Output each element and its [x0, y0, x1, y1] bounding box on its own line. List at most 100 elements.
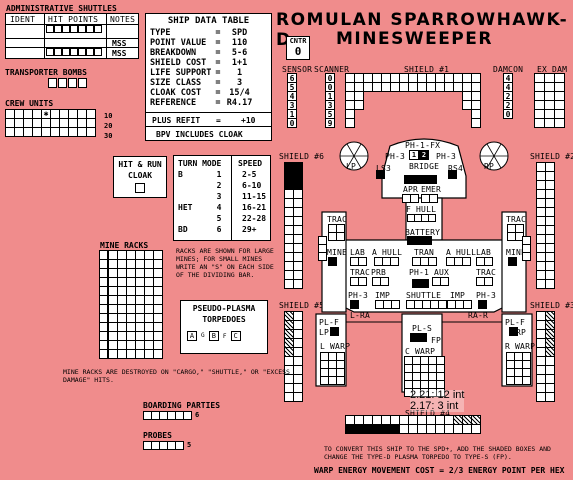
l-warp-boxes: [336, 376, 345, 385]
mine-right-label: MINE: [506, 248, 527, 257]
prb-label: PRB: [371, 268, 387, 277]
ph3-left-label: PH-3: [385, 152, 406, 161]
hit-points-header: HIT POINTS: [48, 15, 99, 24]
ph1-aft-label: PH-1: [409, 268, 430, 277]
bridge-label: BRIDGE: [409, 162, 440, 171]
scanner-label: SCANNER: [314, 65, 350, 74]
tran-box: [428, 257, 437, 266]
shield-4-label: SHIELD #4: [405, 409, 451, 418]
ppt-g-label: G: [201, 332, 205, 339]
ph1-aft-box: [420, 279, 429, 288]
trac-left-label: TRAC: [327, 215, 348, 224]
track-box: 0: [503, 109, 513, 119]
lab-right-box: [484, 257, 493, 266]
shield-2-boxes[interactable]: [536, 162, 555, 289]
ph1-weapon-boxes[interactable]: 1 2: [409, 150, 429, 160]
hit-run-title: HIT & RUN: [118, 160, 162, 169]
probe-boxes[interactable]: 5: [143, 441, 191, 450]
shield-5-label: SHIELD #5: [279, 301, 325, 310]
ppt-b-box[interactable]: B: [208, 331, 219, 341]
shield-3-boxes[interactable]: [536, 311, 555, 402]
rs4-label: RS4: [448, 164, 464, 173]
plus-refit-value: +10: [241, 116, 256, 125]
admin-shuttles-table: IDENT HIT POINTS NOTES MSS MSS: [5, 13, 139, 59]
crew-row-30: 30: [104, 132, 113, 140]
shuttle-1-hit-boxes[interactable]: [46, 25, 102, 33]
mine-racks-label: MINE RACKS: [100, 241, 149, 250]
mine-right-box: [508, 257, 517, 266]
boarding-boxes[interactable]: 6: [143, 411, 199, 420]
ppt-a-box[interactable]: A: [187, 331, 197, 341]
r-warp-boxes: [522, 376, 531, 385]
pseudo-plasma-box: PSEUDO-PLASMA TORPEDOES A G B F C: [180, 300, 268, 354]
mine-rack-grid[interactable]: [99, 250, 163, 359]
f-hull-boxes[interactable]: [407, 214, 436, 222]
crew-unit-boxes[interactable]: ✱: [5, 109, 96, 137]
conversion-note: TO CONVERT THIS SHIP TO THE SPD+, ADD TH…: [324, 445, 551, 461]
rs4-box: [448, 170, 457, 179]
trac-right-label: TRAC: [506, 215, 527, 224]
imp-right-label: IMP: [450, 291, 466, 300]
imp-right-box: [463, 300, 472, 309]
ph3-right-label: PH-3: [436, 152, 457, 161]
crew-units-label: CREW UNITS: [5, 99, 54, 108]
pl-s-box: [418, 333, 427, 342]
shuttle-note-1: MSS: [112, 39, 127, 48]
c-warp-label: C WARP: [405, 347, 436, 356]
shuttle-2-hit-boxes[interactable]: [46, 48, 102, 56]
ex-dam-boxes[interactable]: [534, 73, 565, 128]
trac-inner-right-label: TRAC: [476, 268, 497, 277]
mine-left-box: [328, 257, 337, 266]
ph1-fx-label: PH-1-FX: [405, 141, 441, 150]
mine-racks-destroyed-note: MINE RACKS ARE DESTROYED ON "CARGO," "SH…: [63, 368, 290, 384]
cntr-value: 0: [294, 45, 302, 58]
boarding-parties-label: BOARDING PARTIES: [143, 401, 221, 410]
shield-2-label: SHIELD #2: [530, 152, 573, 161]
imp-left-box: [391, 300, 400, 309]
crew-row-20: 20: [104, 122, 113, 130]
rp-label: RP: [516, 328, 527, 337]
aux-label: AUX: [434, 268, 450, 277]
trac-inner-left-box: [358, 277, 367, 286]
tran-label: TRAN: [414, 248, 435, 257]
a-hull-right-box: [462, 257, 471, 266]
transporter-bomb-boxes[interactable]: [48, 78, 87, 88]
cloak-box[interactable]: [135, 183, 145, 193]
a-hull-left-box: [390, 257, 399, 266]
fp-label: FP: [431, 336, 442, 345]
ra-r-label: RA-R: [468, 311, 489, 320]
cntr-box[interactable]: CNTR 0: [286, 36, 310, 60]
shield-5-boxes[interactable]: [284, 311, 303, 402]
bpv-note: BPV INCLUDES CLOAK: [156, 130, 243, 139]
shield-1-label: SHIELD #1: [404, 65, 450, 74]
overlay-annotation: 2.21: 12 int 2.17: 3 int: [410, 390, 465, 412]
track-box: 0: [287, 118, 297, 128]
overlay-line-2: 2.17: 3 int: [410, 401, 465, 412]
battery-label: BATTERY: [405, 228, 441, 237]
imp-left-label: IMP: [375, 291, 391, 300]
ex-dam-label: EX DAM: [537, 65, 568, 74]
rp-wing-label: RP: [484, 162, 495, 171]
sensor-label: SENSOR: [282, 65, 313, 74]
turn-mode-header: TURN MODE: [178, 159, 222, 168]
shuttle-label: SHUTTLE: [406, 291, 442, 300]
pl-f-right-label: PL-F: [505, 318, 526, 327]
pl-s-label: PL-S: [412, 324, 433, 333]
notes-header: NOTES: [110, 15, 136, 24]
ppt-c-box[interactable]: C: [230, 331, 241, 341]
shuttle-box: [438, 300, 447, 309]
ppt-f-label: F: [222, 332, 227, 340]
shield-4-boxes[interactable]: [345, 415, 481, 434]
lp-wing-label: LP: [346, 162, 357, 171]
ppt-title: PSEUDO-PLASMA: [192, 304, 256, 313]
lab-left-box: [358, 257, 367, 266]
shield-1-boxes[interactable]: [345, 73, 481, 137]
c-warp-boxes: [436, 388, 445, 397]
pl-f-left-label: PL-F: [319, 318, 340, 327]
trac-inner-right-box: [484, 277, 493, 286]
shield-6-boxes[interactable]: [284, 162, 303, 289]
ident-header: IDENT: [10, 15, 36, 24]
